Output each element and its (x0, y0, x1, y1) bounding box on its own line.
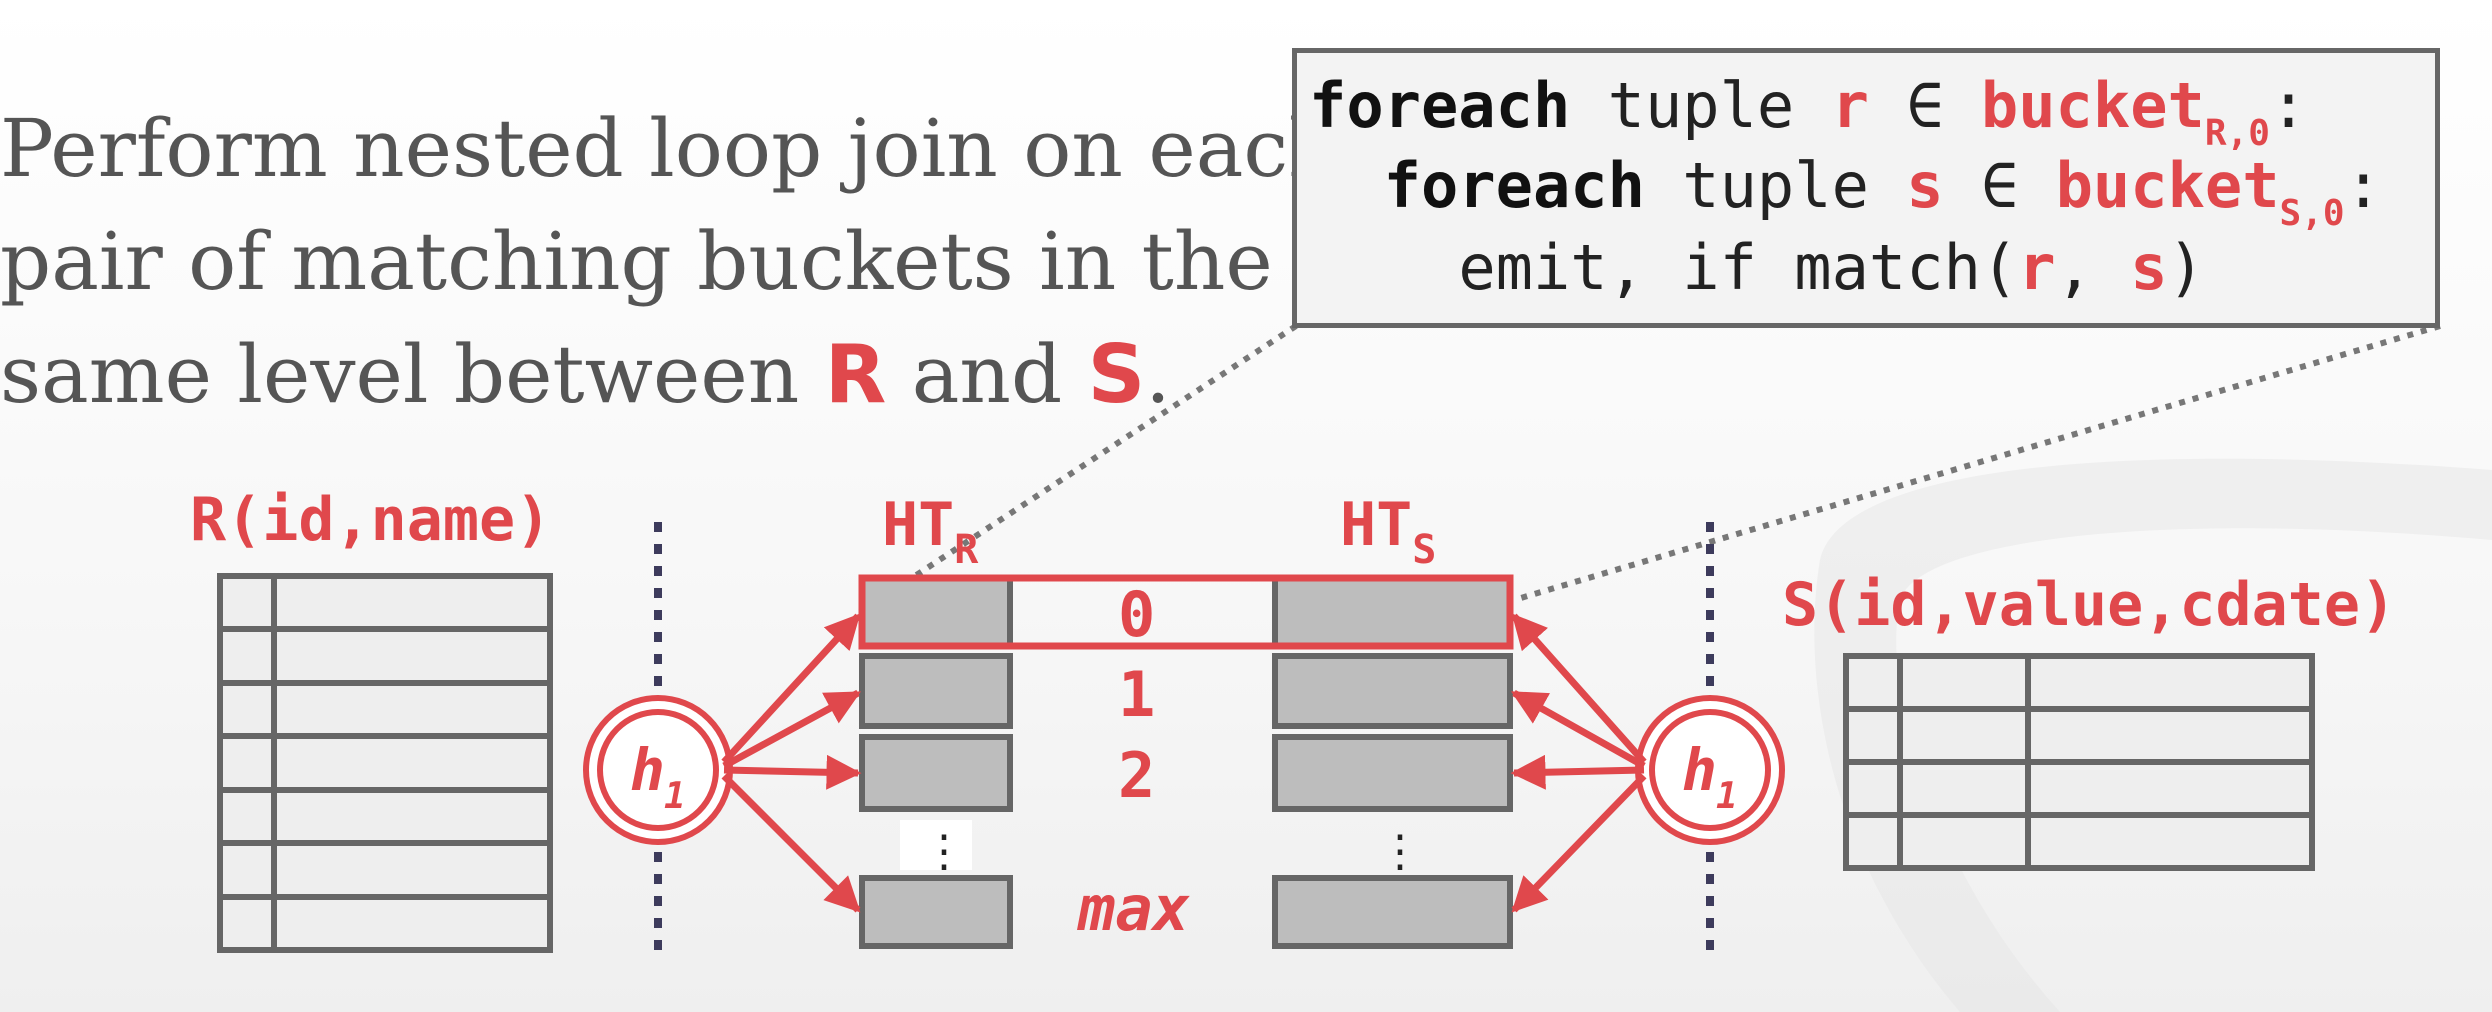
code-bucket-sub: R,0 (2204, 113, 2270, 154)
code-line-1: foreach tuple r ∈ bucketR,0: (1309, 69, 2307, 154)
code-colon: : (2269, 69, 2308, 142)
ht-r-bucket-0 (859, 575, 1013, 649)
code-paren: ) (2167, 231, 2205, 304)
hash-function-left: h 1 (583, 695, 733, 845)
ht-s-buckets: ⋮ (1272, 575, 1513, 949)
arrows-left (721, 613, 862, 913)
table-s (1843, 653, 2315, 871)
bullet-line-1: Perform nested loop join on each (0, 102, 1340, 195)
bucket-label-0: 0 (1118, 578, 1155, 651)
relation-r-highlight: R (824, 328, 887, 421)
bullet-line-2: pair of matching buckets in the (0, 215, 1273, 308)
relation-s-highlight: S (1087, 328, 1146, 421)
bullet-line-3-mid: and (886, 328, 1088, 421)
ht-r-buckets: ⋮ (859, 575, 1013, 949)
hash-left-h: h (630, 736, 665, 804)
bullet-line-3: same level between R and S. (0, 318, 1240, 431)
code-op-in: ∈ (1868, 69, 1981, 142)
callout-line-left (858, 323, 1298, 615)
bullet-line-3-pre: same level between (0, 328, 825, 421)
ht-s-bucket-max (1272, 875, 1513, 949)
code-bucket: bucket (2055, 149, 2280, 222)
code-bucket-sub: S,0 (2279, 193, 2345, 234)
ht-r-bucket-max (859, 875, 1013, 949)
ht-r-bucket-1 (859, 653, 1013, 729)
code-colon: : (2344, 149, 2382, 222)
bullet-line-3-post: . (1145, 328, 1171, 421)
code-var-r: r (2018, 231, 2056, 304)
ht-s-bucket-2 (1272, 734, 1513, 812)
code-callout: foreach tuple r ∈ bucketR,0: foreach tup… (1292, 48, 2440, 328)
background-logo-swoosh (1814, 458, 2492, 1012)
level-0-highlight (858, 574, 1514, 650)
code-indent (1309, 149, 1384, 222)
code-line-2: foreach tuple s ∈ bucketS,0: (1309, 149, 2382, 234)
code-var-r: r (1831, 69, 1869, 142)
code-sep: , (2055, 231, 2131, 304)
code-text: tuple (1570, 69, 1832, 142)
code-op-in: ∈ (1943, 149, 2056, 222)
hash-right-sub: 1 (1716, 776, 1738, 817)
code-keyword-foreach: foreach (1383, 149, 1645, 222)
hash-right-h: h (1682, 736, 1717, 804)
hash-function-right: h 1 (1635, 695, 1785, 845)
ht-r-label: HTR (882, 490, 979, 573)
code-var-s: s (2130, 231, 2168, 304)
ht-s-bucket-1 (1272, 653, 1513, 729)
ht-s-label: HTS (1340, 490, 1436, 573)
ht-r-ellipsis: ⋮ (922, 826, 966, 877)
table-r (217, 573, 553, 953)
ht-s-bucket-0 (1272, 575, 1513, 649)
table-s-label: S(id,value,cdate) (1782, 570, 2396, 640)
hash-left-sub: 1 (664, 776, 686, 817)
bullet-text: Perform nested loop join on each pair of… (0, 92, 1340, 431)
code-text: emit, if match( (1458, 231, 2019, 304)
code-line-3: emit, if match(r, s) (1309, 231, 2205, 304)
bucket-label-2: 2 (1118, 739, 1155, 812)
bucket-label-1: 1 (1118, 658, 1155, 731)
table-r-label: R(id,name) (190, 485, 551, 555)
code-text: tuple (1644, 149, 1907, 222)
code-var-s: s (1906, 149, 1944, 222)
bucket-label-max: max (1077, 872, 1191, 945)
code-bucket: bucket (1980, 69, 2205, 142)
ht-s-ellipsis: ⋮ (1378, 826, 1422, 877)
ht-r-bucket-2 (859, 734, 1013, 812)
arrows-right (1510, 613, 1647, 913)
code-indent (1309, 231, 1458, 304)
code-keyword-foreach: foreach (1309, 69, 1571, 142)
